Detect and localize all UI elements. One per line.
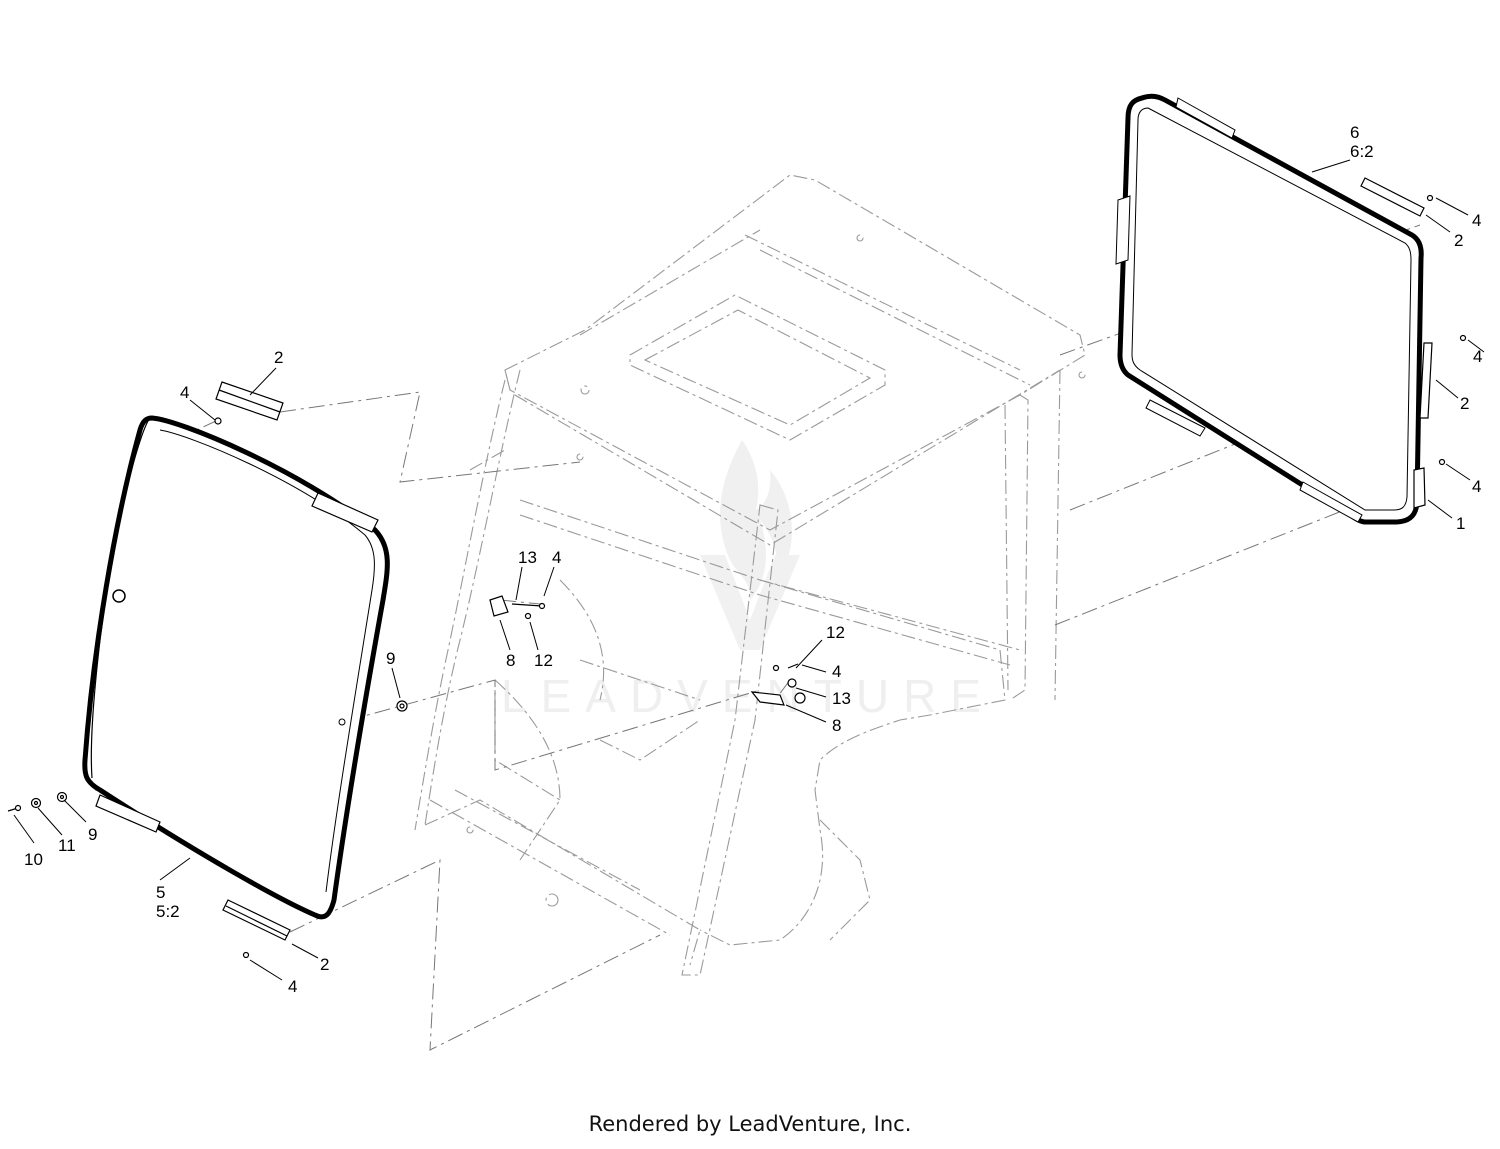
callout: 9 bbox=[88, 825, 97, 844]
callout: 12 bbox=[826, 623, 845, 642]
left-door-latch-hole bbox=[112, 589, 126, 603]
callout: 8 bbox=[506, 651, 515, 670]
callout: 10 bbox=[24, 850, 43, 869]
callout: 6 bbox=[1350, 123, 1359, 142]
callout: 13 bbox=[832, 689, 851, 708]
right-rear-glass-panel bbox=[1117, 93, 1424, 525]
right-hardware bbox=[1360, 177, 1467, 509]
left-top-hinge bbox=[214, 381, 379, 533]
callout: 5 bbox=[156, 883, 165, 902]
callout: 12 bbox=[534, 651, 553, 670]
callout: 2 bbox=[1460, 394, 1469, 413]
left-lower-hinges bbox=[95, 794, 291, 959]
callout: 4 bbox=[832, 662, 841, 681]
left-hardware bbox=[7, 700, 408, 812]
callout: 4 bbox=[1472, 477, 1481, 496]
callout: 2 bbox=[1454, 231, 1463, 250]
callout: 8 bbox=[832, 716, 841, 735]
callout: 1 bbox=[1456, 514, 1465, 533]
left-door-glass-panel bbox=[82, 415, 390, 920]
watermark-flame-icon bbox=[720, 440, 792, 600]
callouts: 2 4 9 10 11 9 5 5:2 2 4 13 4 8 12 12 4 1… bbox=[24, 123, 1482, 996]
watermark-v-icon bbox=[700, 555, 800, 650]
callout: 4 bbox=[180, 383, 189, 402]
callout: 4 bbox=[1472, 211, 1481, 230]
left-door-glass bbox=[82, 415, 390, 920]
callout: 9 bbox=[386, 649, 395, 668]
callout: 2 bbox=[274, 348, 283, 367]
watermark-text: LEADVENTURE bbox=[501, 670, 995, 722]
callout: 4 bbox=[552, 548, 561, 567]
rendered-by-footer: Rendered by LeadVenture, Inc. bbox=[588, 1112, 912, 1136]
callout: 4 bbox=[1473, 347, 1482, 366]
cab-frame bbox=[414, 174, 1086, 976]
callout: 13 bbox=[518, 548, 537, 567]
callout: 2 bbox=[320, 955, 329, 974]
callout: 5:2 bbox=[156, 902, 180, 921]
mid-brackets bbox=[489, 595, 806, 706]
watermark: LEADVENTURE bbox=[501, 440, 995, 722]
callout: 11 bbox=[58, 836, 76, 855]
callout-leaders bbox=[13, 159, 1485, 981]
callout: 6:2 bbox=[1350, 142, 1374, 161]
left-door-glass-frame bbox=[90, 417, 151, 779]
right-rear-glass bbox=[1115, 93, 1424, 525]
callout: 4 bbox=[288, 977, 297, 996]
